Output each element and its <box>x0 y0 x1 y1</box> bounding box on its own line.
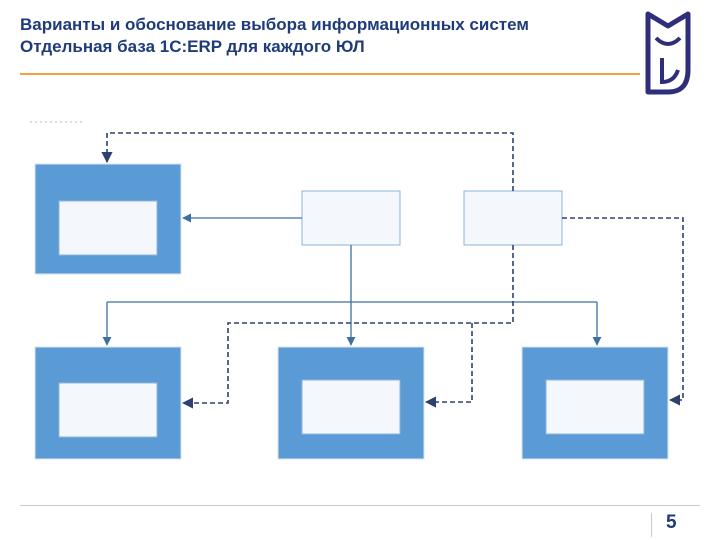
page-number: 5 <box>666 512 677 533</box>
edge-topright-bottomleft <box>181 245 514 409</box>
node-bottom-right <box>521 346 669 460</box>
page-number-separator <box>651 513 652 537</box>
node-top-right <box>463 190 563 246</box>
node-top-middle <box>301 190 401 246</box>
title-line-1: Варианты и обоснование выбора информацио… <box>20 15 529 34</box>
node-top-left <box>34 163 182 275</box>
footer-divider <box>20 505 700 506</box>
edge-topright-bottommiddle <box>424 323 473 408</box>
node-bottom-middle <box>277 346 425 460</box>
edge-topright-bottomright <box>562 217 684 406</box>
title-line-2: Отдельная база 1С:ERP для каждого ЮЛ <box>20 37 365 56</box>
slide-title: Варианты и обоснование выбора информацио… <box>20 14 529 58</box>
node-bottom-left <box>34 346 182 460</box>
company-logo-icon <box>645 11 691 95</box>
edge-topright-topleft <box>101 132 514 191</box>
title-underline <box>20 73 640 75</box>
